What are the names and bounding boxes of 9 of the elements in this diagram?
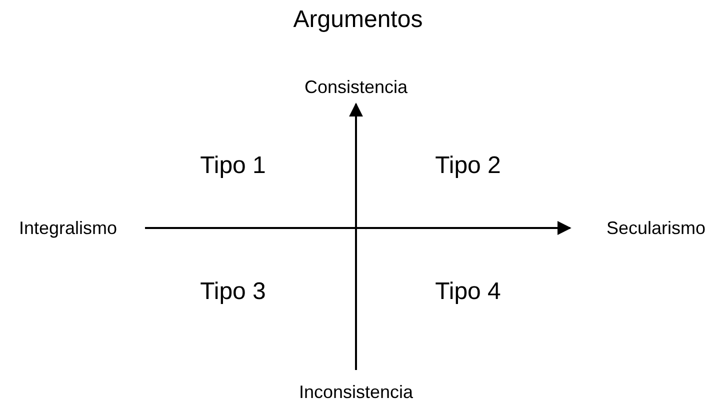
diagram-title: Argumentos bbox=[293, 8, 423, 32]
axis-label: Secularismo bbox=[606, 219, 706, 237]
quadrant-label: Tipo 3 bbox=[200, 280, 266, 304]
axis-label: Inconsistencia bbox=[298, 383, 414, 401]
axis-label: Consistencia bbox=[304, 78, 408, 96]
quadrant-label: Tipo 4 bbox=[435, 280, 501, 304]
axis-label: Integralismo bbox=[18, 219, 118, 237]
quadrant-label: Tipo 2 bbox=[435, 154, 501, 178]
quadrant-label: Tipo 1 bbox=[200, 154, 266, 178]
